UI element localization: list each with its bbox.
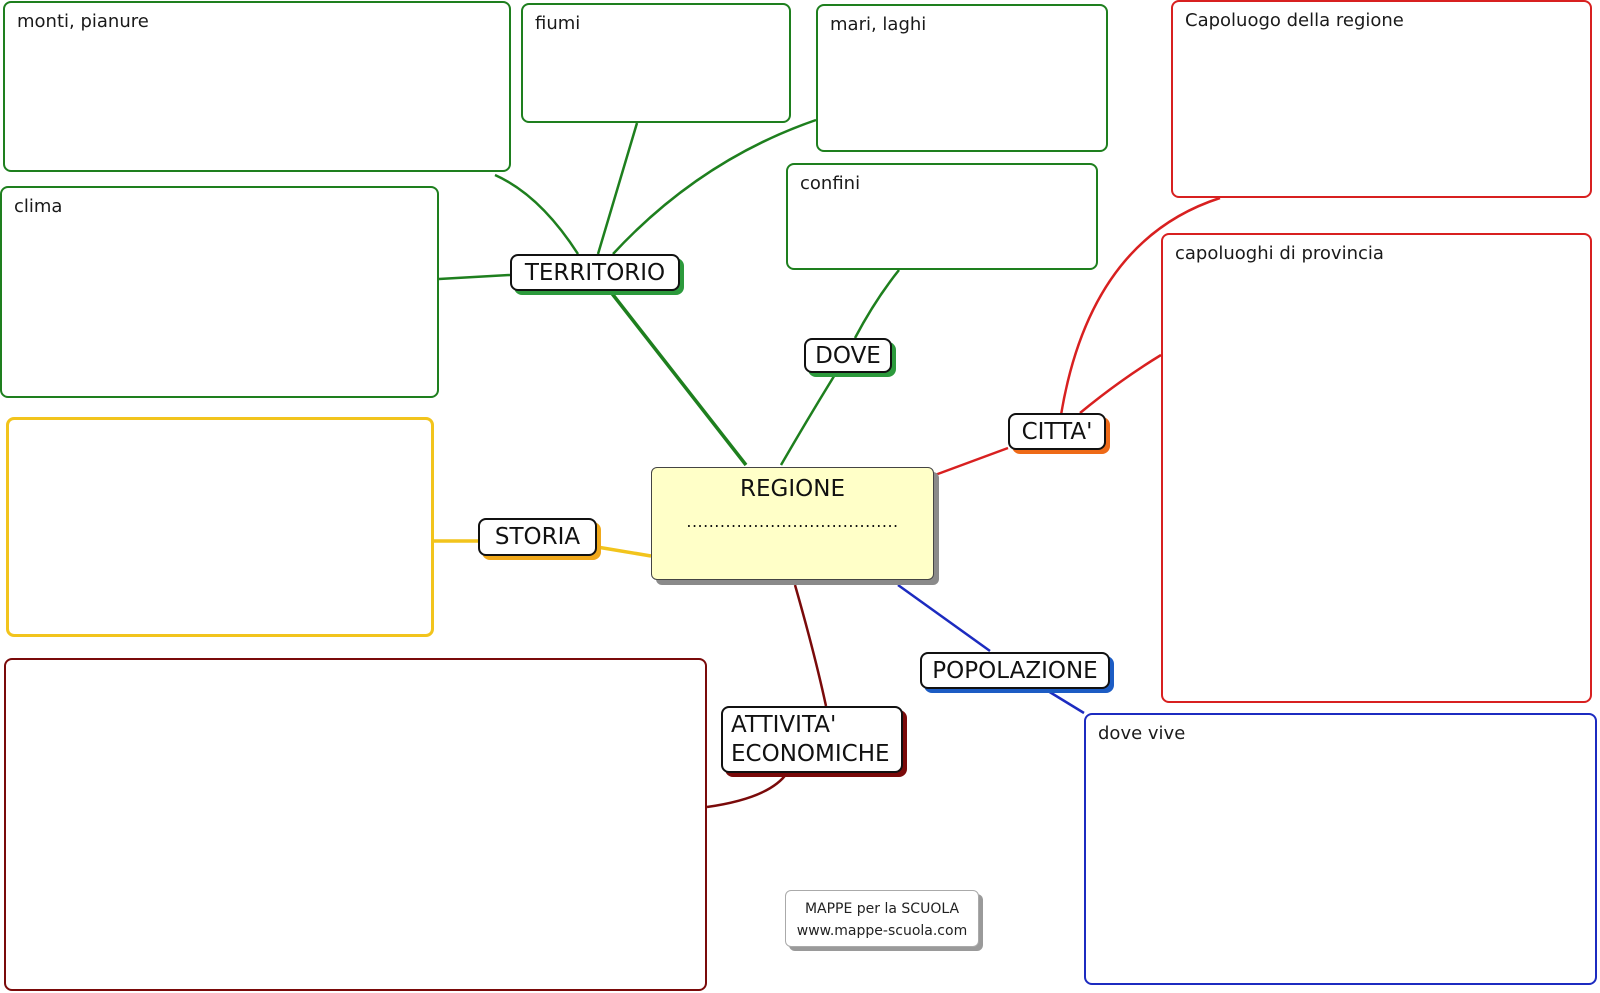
box-mari-laghi: mari, laghi [816,4,1108,152]
box-dove-vive: dove vive [1084,713,1597,985]
central-placeholder-dots: ...................................... [686,512,899,531]
box-attivita-content [4,658,707,991]
node-attivita-economiche: ATTIVITA' ECONOMICHE [721,706,903,773]
box-confini-label: confini [800,173,861,194]
box-capoluogo-regione-label: Capoluogo della regione [1185,10,1404,31]
box-storia-content [6,417,434,637]
link-dove-confini [853,269,900,339]
link-citta-capoluoghi [1079,353,1162,414]
box-fiumi: fiumi [521,3,791,123]
box-clima-label: clima [14,196,63,217]
box-mari-laghi-label: mari, laghi [830,14,927,35]
link-territorio-mari [612,118,817,255]
node-territorio: TERRITORIO [510,254,680,291]
box-dove-vive-label: dove vive [1098,723,1186,744]
box-capoluogo-regione: Capoluogo della regione [1171,0,1592,198]
node-popolazione-label: POPOLAZIONE [932,657,1098,684]
node-citta-label: CITTA' [1021,418,1093,445]
node-dove-label: DOVE [815,342,881,369]
credit-badge: MAPPE per la SCUOLA www.mappe-scuola.com [785,890,979,947]
box-capoluoghi-provincia-label: capoluoghi di provincia [1175,243,1384,264]
link-popolazione-dovevive [1047,689,1085,715]
node-territorio-label: TERRITORIO [524,259,666,286]
node-citta: CITTA' [1008,413,1106,450]
link-citta-capoluogo [1059,196,1221,416]
central-title: REGIONE [740,476,845,502]
node-attivita-line2: ECONOMICHE [731,741,890,767]
node-dove: DOVE [804,338,892,373]
link-regione-popolazione [897,583,991,653]
box-monti-pianure: monti, pianure [3,1,511,172]
link-regione-territorio [608,289,748,467]
link-regione-dove [779,372,838,466]
node-popolazione: POPOLAZIONE [920,652,1110,689]
node-storia-label: STORIA [494,524,581,550]
node-storia: STORIA [478,518,597,556]
box-clima: clima [0,186,439,398]
link-regione-storia [596,545,652,558]
link-territorio-monti [494,173,580,255]
central-node-regione: REGIONE ................................… [651,467,934,580]
link-attivita-box [706,772,789,809]
box-confini: confini [786,163,1098,270]
link-territorio-fiumi [596,122,639,255]
credit-line2: www.mappe-scuola.com [796,923,968,939]
box-fiumi-label: fiumi [535,13,581,34]
node-attivita-line1: ATTIVITA' [731,712,837,738]
link-territorio-clima [438,273,511,281]
link-regione-attivita [793,584,828,707]
box-capoluoghi-provincia: capoluoghi di provincia [1161,233,1592,703]
link-regione-citta [934,446,1009,477]
credit-line1: MAPPE per la SCUOLA [804,901,960,917]
box-monti-pianure-label: monti, pianure [17,11,149,32]
